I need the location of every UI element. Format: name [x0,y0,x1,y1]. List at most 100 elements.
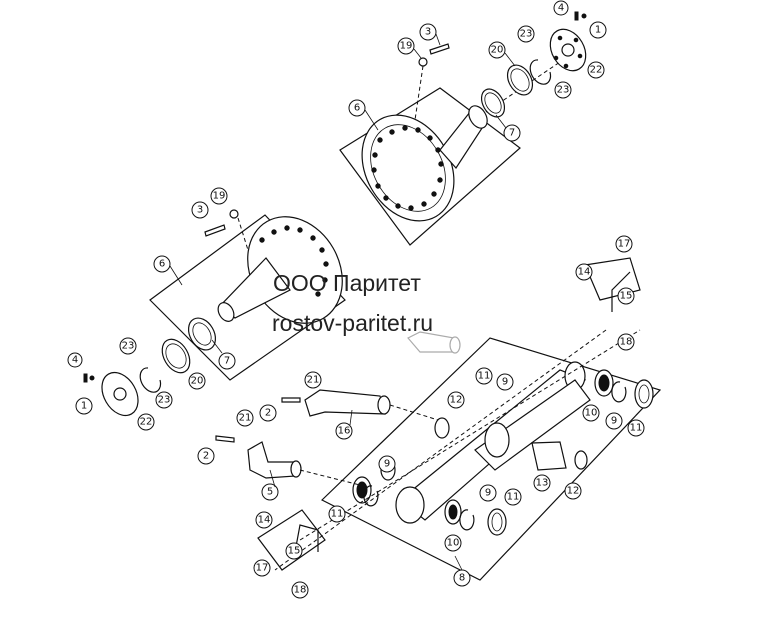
svg-text:12: 12 [450,395,463,406]
callout-8: 8 [453,569,471,587]
svg-text:19: 19 [400,41,413,52]
svg-text:22: 22 [140,417,153,428]
left-spindle [219,257,291,319]
upper-hub-frame [339,87,521,246]
svg-text:7: 7 [224,356,230,367]
callout-11-right: 11 [627,419,645,437]
upper-seal [480,88,506,118]
bolt-2-lower [215,435,235,443]
upper-hub-bolt-holes [371,125,444,211]
svg-text:9: 9 [485,488,491,499]
upper-bolt [429,43,450,55]
callout-5: 5 [261,483,279,501]
svg-text:11: 11 [331,509,344,520]
callout-11-bottom: 11 [504,488,522,506]
left-seal [187,317,217,351]
svg-text:14: 14 [578,267,591,278]
callout-21-upper: 21 [304,371,322,389]
callout-12-top: 12 [447,391,465,409]
bushing-12-top [434,417,450,439]
callout-15-upper: 15 [617,287,635,305]
bearing-11-right [634,379,654,409]
callout-18-upper: 18 [617,333,635,351]
upper-snap-ring [529,59,552,85]
callout-7-top: 7 [503,124,521,142]
ring-9-right [611,381,627,403]
svg-text:9: 9 [384,459,390,470]
svg-text:15: 15 [620,291,633,302]
svg-text:7: 7 [509,128,515,139]
svg-text:2: 2 [265,408,271,419]
callout-23-left-b: 23 [155,391,173,409]
arm-assembly [299,329,662,581]
upper-ring [506,64,534,96]
callout-6-top: 6 [348,99,366,117]
svg-text:3: 3 [425,27,431,38]
svg-text:11: 11 [630,423,643,434]
svg-text:3: 3 [197,205,203,216]
watermark-website: rostov-paritet.ru [272,310,434,336]
callout-9-mid: 9 [496,373,514,391]
callout-3-top: 3 [419,23,437,41]
callout-23-top-b: 23 [554,81,572,99]
callout-10-right: 10 [582,404,600,422]
svg-text:9: 9 [611,416,617,427]
callout-2-upper: 2 [259,404,277,422]
svg-text:5: 5 [267,487,273,498]
callout-17-upper: 17 [615,235,633,253]
svg-text:15: 15 [288,546,301,557]
leader-lines [169,33,516,571]
callout-10-bottom: 10 [444,534,462,552]
callout-7-left: 7 [218,352,236,370]
grease-frame-upper [584,257,641,301]
svg-text:23: 23 [122,341,135,352]
callout-13: 13 [533,474,551,492]
left-hub-frame [149,214,346,381]
callout-23-left-a: 23 [119,337,137,355]
callout-23-top-a: 23 [517,25,535,43]
svg-text:12: 12 [567,486,580,497]
callout-1-left: 1 [75,397,93,415]
svg-text:11: 11 [478,371,491,382]
svg-text:23: 23 [520,29,533,40]
upper-hub-flange [361,114,455,222]
callout-20-top: 20 [488,41,506,59]
callout-11-left: 11 [328,505,346,523]
grease-frame-lower [257,509,326,571]
callout-17-lower: 17 [253,559,271,577]
svg-text:4: 4 [72,355,78,366]
bolt-2-upper [281,397,301,403]
svg-text:1: 1 [81,401,87,412]
ring-9-bottom [459,509,475,531]
upper-link-eye-left [395,486,425,524]
left-bolt [204,224,226,237]
svg-text:2: 2 [203,451,209,462]
svg-text:17: 17 [618,239,631,250]
svg-text:10: 10 [447,538,460,549]
callout-2-lower: 2 [197,447,215,465]
svg-text:20: 20 [491,45,504,56]
left-washer [229,209,239,219]
callout-11-mid: 11 [475,367,493,385]
svg-text:1: 1 [595,25,601,36]
watermark-company: ООО Паритет [273,270,421,296]
callout-19-top: 19 [397,37,415,55]
svg-text:9: 9 [502,377,508,388]
left-hub-bolt-holes [259,225,329,297]
upper-hub-assembly [339,11,587,246]
svg-text:6: 6 [354,103,360,114]
ring-9-left [363,485,379,507]
callout-16: 16 [335,422,353,440]
arm-frame [320,337,662,581]
pin-5 [247,441,297,479]
callout-21-lower: 21 [236,409,254,427]
svg-text:18: 18 [620,337,633,348]
upper-washer [418,57,428,67]
svg-text:23: 23 [557,85,570,96]
svg-text:16: 16 [338,426,351,437]
callout-18-lower: 18 [291,581,309,599]
callout-22-top: 22 [587,61,605,79]
left-snap-ring [139,367,162,393]
svg-text:14: 14 [258,515,271,526]
